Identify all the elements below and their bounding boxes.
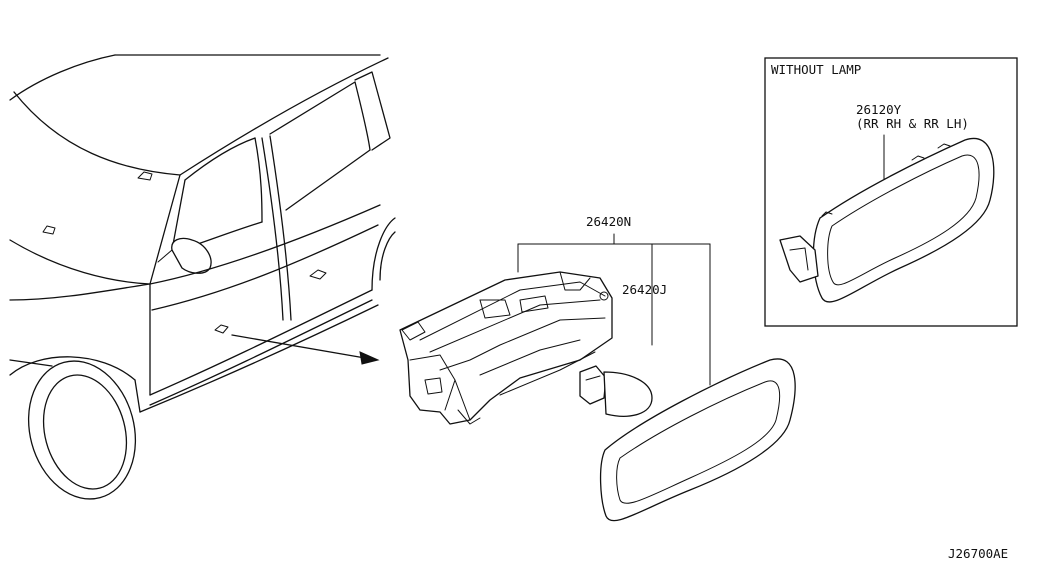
diagram-code: J26700AE [948,546,1008,561]
location-arrow [231,334,380,365]
callout-leaders [517,233,711,386]
inset-without-lamp: WITHOUT LAMP 26120Y (RR RH & RR LH) [764,57,1018,327]
inset-title: WITHOUT LAMP [771,62,861,77]
lens-26420n [599,358,796,522]
lamp-housing-assembly [399,271,613,425]
callout-26420j: 26420J [622,282,667,297]
inset-part-note: (RR RH & RR LH) [856,116,969,131]
cover-26120y [779,137,995,303]
vehicle-illustration [9,54,396,500]
callout-26420n: 26420N [586,214,631,229]
bulb-26420j [579,365,653,417]
inset-part-number: 26120Y [856,102,902,117]
